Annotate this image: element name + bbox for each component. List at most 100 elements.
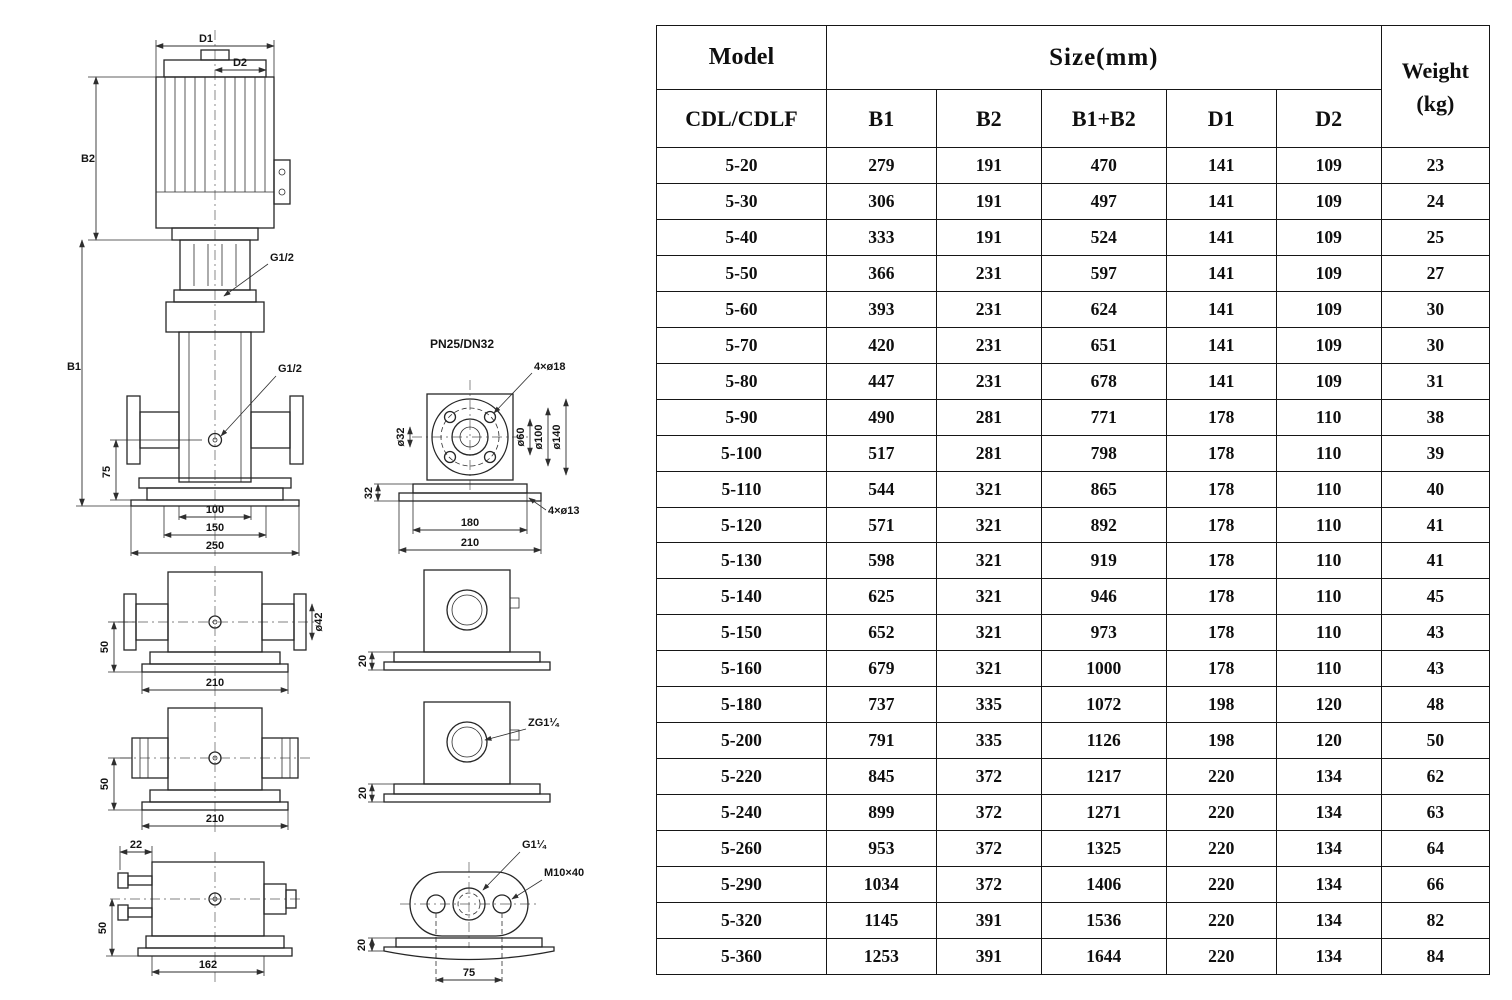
d2-cell: 134 bbox=[1275, 902, 1382, 939]
dim-150-label: 150 bbox=[206, 522, 224, 534]
terminal-box bbox=[273, 159, 291, 205]
dim-210-label: 210 bbox=[206, 813, 224, 825]
dim-50-label: 50 bbox=[99, 641, 111, 653]
b1-cell: 791 bbox=[825, 722, 937, 760]
b1-cell: 953 bbox=[825, 830, 937, 868]
d1-cell: 141 bbox=[1165, 218, 1277, 256]
b1-cell: 393 bbox=[825, 290, 937, 328]
b1b2-cell: 624 bbox=[1040, 290, 1167, 328]
b1b2-cell: 1406 bbox=[1040, 866, 1167, 904]
d1-cell: 141 bbox=[1165, 290, 1277, 328]
b2-cell: 391 bbox=[935, 937, 1042, 976]
b1b2-cell: 497 bbox=[1040, 182, 1167, 220]
dim-b1-label: B1 bbox=[67, 361, 81, 373]
model-cell: 5-200 bbox=[656, 722, 827, 760]
bolt-hole bbox=[483, 410, 497, 424]
dim-d1-label: D1 bbox=[199, 33, 213, 45]
view-threaded-ports: 50 210 bbox=[99, 702, 312, 836]
d1-cell: 141 bbox=[1165, 326, 1277, 364]
dim-250-label: 250 bbox=[206, 540, 224, 552]
bolt-hole bbox=[483, 450, 497, 464]
d1-cell: 220 bbox=[1165, 937, 1277, 976]
b1b2-cell: 1536 bbox=[1040, 902, 1167, 939]
b2-cell: 231 bbox=[935, 290, 1042, 328]
motor bbox=[155, 49, 291, 229]
label-4xd13: 4×ø13 bbox=[548, 505, 580, 517]
model-cell: 5-60 bbox=[656, 290, 827, 328]
model-cell: 5-40 bbox=[656, 218, 827, 256]
header-weight: Weight (kg) bbox=[1380, 25, 1491, 148]
d1-cell: 178 bbox=[1165, 434, 1277, 472]
b2-cell: 191 bbox=[935, 218, 1042, 256]
weight-cell: 64 bbox=[1380, 830, 1491, 868]
weight-cell: 38 bbox=[1380, 398, 1491, 436]
model-cell: 5-220 bbox=[656, 758, 827, 796]
d2-cell: 109 bbox=[1275, 326, 1382, 364]
dim-b2-label: B2 bbox=[81, 153, 95, 165]
weight-cell: 62 bbox=[1380, 758, 1491, 796]
header-model: Model bbox=[656, 25, 827, 90]
model-cell: 5-290 bbox=[656, 866, 827, 904]
dim-210-label: 210 bbox=[461, 537, 479, 549]
bolt-hole bbox=[443, 410, 457, 424]
d2-cell: 109 bbox=[1275, 254, 1382, 292]
header-col-d1: D1 bbox=[1165, 89, 1277, 148]
b2-cell: 281 bbox=[935, 434, 1042, 472]
weight-cell: 39 bbox=[1380, 434, 1491, 472]
weight-cell: 63 bbox=[1380, 794, 1491, 832]
view-port-end-a: 20 bbox=[357, 569, 551, 671]
d1-cell: 178 bbox=[1165, 506, 1277, 544]
bolt-hole bbox=[443, 450, 457, 464]
b1-cell: 625 bbox=[825, 578, 937, 616]
header-col-d2: D2 bbox=[1275, 89, 1382, 148]
d1-cell: 178 bbox=[1165, 578, 1277, 616]
d2-cell: 134 bbox=[1275, 794, 1382, 832]
d2-cell: 120 bbox=[1275, 686, 1382, 724]
flange-plate bbox=[426, 393, 514, 481]
d1-cell: 178 bbox=[1165, 398, 1277, 436]
b1b2-cell: 597 bbox=[1040, 254, 1167, 292]
view-front-elevation: D1 D2 B2 B1 G1/2 G1/2 bbox=[67, 30, 304, 556]
weight-cell: 45 bbox=[1380, 578, 1491, 616]
b1b2-cell: 973 bbox=[1040, 614, 1167, 652]
pump-body bbox=[126, 301, 304, 483]
d2-cell: 134 bbox=[1275, 866, 1382, 904]
b1b2-cell: 919 bbox=[1040, 542, 1167, 580]
dim-d2-label: D2 bbox=[233, 57, 247, 69]
b1-cell: 306 bbox=[825, 182, 937, 220]
d1-cell: 220 bbox=[1165, 902, 1277, 939]
b2-cell: 391 bbox=[935, 902, 1042, 939]
model-cell: 5-70 bbox=[656, 326, 827, 364]
b1b2-cell: 892 bbox=[1040, 506, 1167, 544]
b2-cell: 231 bbox=[935, 254, 1042, 292]
d1-cell: 178 bbox=[1165, 650, 1277, 688]
b1-cell: 679 bbox=[825, 650, 937, 688]
view-flanged-ports: ø42 50 210 bbox=[99, 566, 325, 698]
b1-cell: 490 bbox=[825, 398, 937, 436]
d2-cell: 110 bbox=[1275, 398, 1382, 436]
d2-cell: 109 bbox=[1275, 182, 1382, 220]
b2-cell: 372 bbox=[935, 758, 1042, 796]
d2-cell: 134 bbox=[1275, 830, 1382, 868]
d1-cell: 198 bbox=[1165, 686, 1277, 724]
model-cell: 5-50 bbox=[656, 254, 827, 292]
dim-22-label: 22 bbox=[130, 839, 142, 851]
weight-cell: 41 bbox=[1380, 506, 1491, 544]
d2-cell: 110 bbox=[1275, 542, 1382, 580]
b1-cell: 652 bbox=[825, 614, 937, 652]
d2-cell: 110 bbox=[1275, 506, 1382, 544]
d1-cell: 178 bbox=[1165, 614, 1277, 652]
dim-20-label: 20 bbox=[356, 939, 368, 951]
b1b2-cell: 470 bbox=[1040, 147, 1167, 184]
